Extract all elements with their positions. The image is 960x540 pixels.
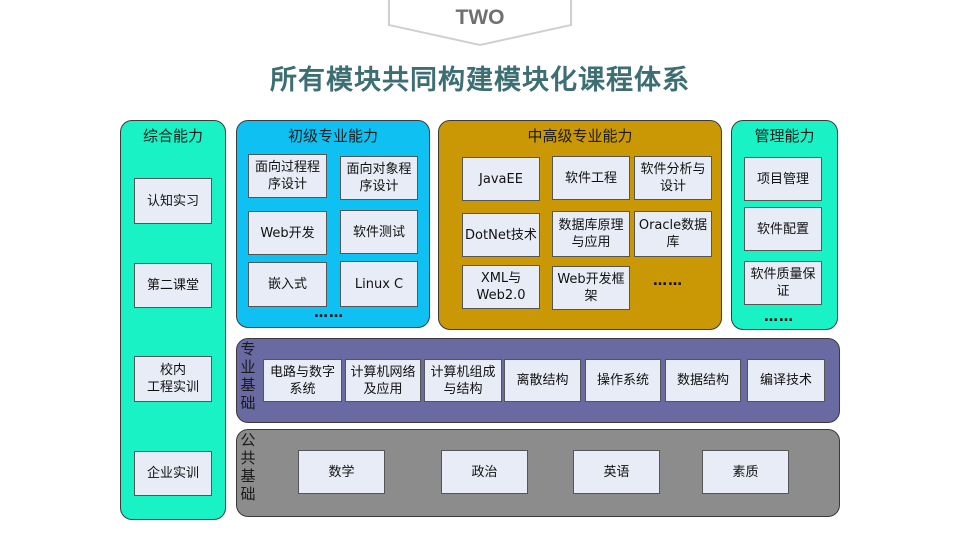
panel-comprehensive-ability: 综合能力 认知实习 第二课堂 校内 工程实训 企业实训 — [120, 120, 226, 520]
module-box: 面向对象程序设计 — [340, 156, 418, 200]
module-box: 软件配置 — [744, 207, 822, 251]
module-box: 英语 — [573, 450, 660, 494]
module-box: 操作系统 — [585, 359, 661, 402]
panel-public-foundation: 公共基础 数学 政治 英语 素质 — [236, 429, 840, 517]
panel-title: 初级专业能力 — [287, 127, 378, 145]
module-box: 嵌入式 — [248, 262, 327, 307]
module-box: JavaEE — [462, 157, 540, 201]
module-box: 项目管理 — [744, 157, 822, 201]
section-tab-label: TWO — [455, 6, 505, 29]
panel-advanced-professional-ability: 中高级专业能力 JavaEE 软件工程 软件分析与设计 DotNet技术 数据库… — [438, 120, 722, 330]
module-box: 软件测试 — [340, 210, 418, 254]
module-box: DotNet技术 — [462, 213, 540, 257]
more-indicator: …… — [653, 273, 683, 289]
module-box: 计算机网络及应用 — [345, 359, 421, 402]
module-box: 认知实习 — [134, 178, 212, 224]
more-indicator: …… — [764, 309, 794, 325]
module-box: 面向过程程序设计 — [248, 154, 327, 198]
vertical-label: 公共基础 — [240, 431, 256, 503]
module-box: 离散结构 — [504, 359, 581, 402]
module-box: 企业实训 — [134, 451, 212, 496]
module-box: 软件分析与设计 — [634, 156, 712, 200]
more-indicator: …… — [314, 305, 344, 321]
panel-professional-foundation: 专业基础 电路与数字系统 计算机网络及应用 计算机组成与结构 离散结构 操作系统… — [236, 338, 840, 423]
module-box: Oracle数据库 — [634, 211, 712, 257]
module-box: Linux C — [340, 261, 418, 307]
module-box: 数据库原理与应用 — [552, 211, 630, 257]
module-box: 素质 — [702, 450, 789, 494]
panel-title: 综合能力 — [142, 127, 203, 145]
vertical-label: 专业基础 — [240, 340, 256, 412]
module-box: 计算机组成与结构 — [424, 359, 502, 402]
module-box: 数据结构 — [665, 359, 741, 402]
module-box: 电路与数字系统 — [263, 359, 342, 402]
module-box: 编译技术 — [747, 359, 825, 402]
module-box: 软件质量保证 — [744, 261, 822, 305]
panel-title: 管理能力 — [754, 127, 815, 145]
module-box: 软件工程 — [552, 156, 630, 200]
page-title: 所有模块共同构建模块化课程体系 — [270, 65, 690, 96]
module-box: 政治 — [441, 450, 528, 494]
panel-basic-professional-ability: 初级专业能力 面向过程程序设计 面向对象程序设计 Web开发 软件测试 嵌入式 … — [236, 120, 430, 328]
module-box: Web开发 — [248, 211, 327, 255]
module-box: Web开发框架 — [552, 266, 630, 310]
module-box: 数学 — [298, 450, 385, 494]
module-box: 校内 工程实训 — [134, 356, 212, 402]
module-box: 第二课堂 — [134, 263, 212, 308]
panel-management-ability: 管理能力 项目管理 软件配置 软件质量保证 …… — [731, 120, 838, 330]
panel-title: 中高级专业能力 — [527, 127, 633, 145]
module-box: XML与 Web2.0 — [462, 265, 540, 309]
